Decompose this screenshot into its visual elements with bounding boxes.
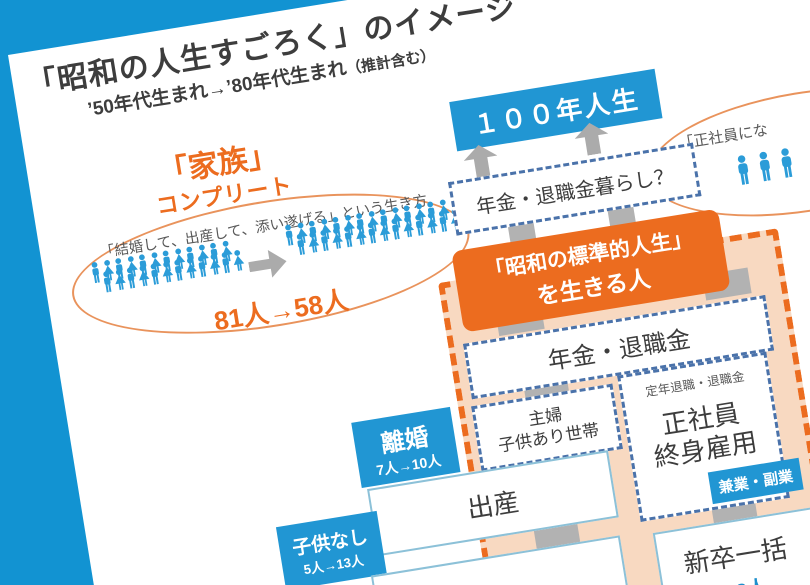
couple-icon [126,265,150,289]
subtitle-note: （推計含む） [345,46,437,78]
crowd-row [293,208,464,257]
person-icon [737,155,749,185]
hundred-year-life-box: １００年人生 [449,68,663,152]
couple-icon [174,257,197,281]
fulltime-employment-box: 定年退職・退職金 正社員 終身雇用 [617,351,790,522]
couple-icon [198,253,221,278]
no-children-badge: 子供なし 5人→13人 [275,510,387,585]
couple-icon [391,216,415,240]
person-icon [759,151,771,182]
couple-icon [296,231,320,255]
person-icon [781,148,793,178]
crowd-row [100,248,252,294]
slide-page: 「昭和の人生すごろく」のイメージ ’50年代生まれ→’80年代生まれ（推計含む）… [8,0,810,585]
crowd-after-icons [282,197,465,258]
couple-icon [320,228,343,252]
couple-icon [344,224,367,248]
couple-icon [415,212,438,236]
fulltime-bubble-people-icons [734,147,797,186]
retirement-note: 定年退職・退職金 [644,369,746,400]
couple-icon [221,250,245,274]
couple-icon [103,269,126,293]
fulltime-text: 正社員 終身雇用 [647,396,760,474]
couple-icon [379,207,403,231]
couple-icon [150,261,174,285]
crowd-before-icons [88,237,251,295]
couple-icon [367,220,391,244]
couple-icon [91,260,115,284]
